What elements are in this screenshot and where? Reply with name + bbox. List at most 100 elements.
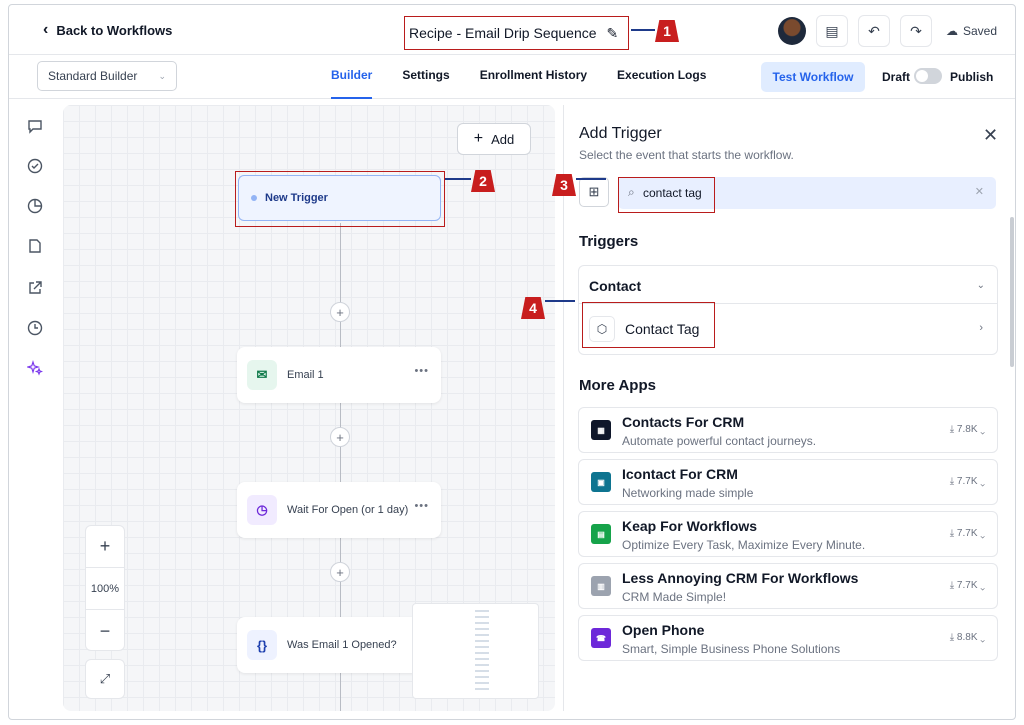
undo-button[interactable]: ↶ (857, 15, 890, 47)
add-step-button[interactable]: + (330, 427, 350, 447)
header-actions: ▤ ↶ ↷ ☁ Saved (777, 15, 997, 47)
add-step-button[interactable]: + (330, 302, 350, 322)
workflow-canvas[interactable]: + Add New Trigger + ✉ Email 1 ••• + ◷ Wa… (63, 105, 555, 711)
download-count: ⤓ 7.7K ⌄ (949, 580, 985, 591)
app-logo-icon: ▥ (591, 576, 611, 596)
highlight-box (235, 171, 445, 227)
publish-toggle[interactable] (914, 68, 942, 84)
tag-icon: ⬡ (589, 316, 615, 342)
fit-view-button[interactable]: ⤢ (85, 659, 125, 699)
wait-node[interactable]: ◷ Wait For Open (or 1 day) ••• (237, 482, 441, 538)
chevron-down-icon: ⌄ (158, 70, 166, 81)
download-count: ⤓ 7.8K ⌄ (949, 424, 985, 435)
download-count: ⤓ 7.7K ⌄ (949, 528, 985, 539)
envelope-icon: ✉ (247, 360, 277, 390)
zoom-in-button[interactable]: + (86, 526, 124, 568)
save-status: ☁ Saved (946, 24, 997, 38)
tab-settings[interactable]: Settings (402, 68, 450, 82)
workflow-title[interactable]: Recipe - Email Drip Sequence ✎ (404, 16, 629, 50)
clear-icon[interactable]: ✕ (974, 186, 984, 198)
avatar[interactable] (777, 17, 806, 45)
highlight-box (582, 302, 715, 348)
file-icon[interactable] (26, 237, 44, 255)
chevron-down-icon[interactable]: ⌄ (976, 280, 985, 291)
download-value: 7.8K (956, 424, 978, 435)
zoom-level: 100% (86, 568, 124, 610)
workflow-title-text: Recipe - Email Drip Sequence (409, 25, 597, 41)
notes-button[interactable]: ▤ (815, 15, 848, 47)
draft-label: Draft (882, 70, 911, 84)
trigger-item-label: Contact Tag (625, 321, 700, 337)
highlight-box (618, 177, 715, 213)
arrow-icon (445, 178, 471, 180)
app-item[interactable]: ▥ Less Annoying CRM For Workflows CRM Ma… (578, 563, 998, 609)
app-item[interactable]: ▣ Icontact For CRM Networking made simpl… (578, 459, 998, 505)
saved-label: Saved (962, 24, 997, 38)
app-item[interactable]: ☎ Open Phone Smart, Simple Business Phon… (578, 615, 998, 661)
expand-icon: ⤢ (99, 671, 111, 686)
app-name: Keap For Workflows (622, 518, 758, 534)
app-name: Open Phone (622, 622, 705, 638)
redo-button[interactable]: ↷ (899, 15, 932, 47)
new-trigger-node[interactable]: New Trigger (238, 175, 441, 221)
dot-icon (251, 195, 257, 201)
trigger-group-contact: Contact ⌄ ⬡ Contact Tag › (578, 265, 998, 355)
panel-subtitle: Select the event that starts the workflo… (579, 148, 794, 162)
add-label: Add (491, 131, 515, 147)
app-logo-icon: ▣ (591, 472, 611, 492)
sparkles-icon[interactable] (26, 359, 44, 377)
step-marker-1: 1 (655, 20, 679, 42)
panel-title: Add Trigger (579, 125, 662, 142)
sub-bar: Standard Builder ⌄ Builder Settings Enro… (9, 55, 1015, 99)
trigger-item-contact-tag[interactable]: ⬡ Contact Tag (589, 316, 699, 342)
node-label: Wait For Open (or 1 day) (287, 504, 409, 516)
search-input[interactable] (643, 183, 943, 203)
tab-builder[interactable]: Builder (331, 55, 387, 99)
app-item[interactable]: ▤ Keap For Workflows Optimize Every Task… (578, 511, 998, 557)
more-icon[interactable]: ••• (414, 500, 429, 512)
tab-enrollment-history[interactable]: Enrollment History (479, 68, 588, 82)
clock-icon[interactable] (26, 319, 44, 337)
download-value: 8.8K (956, 632, 978, 643)
chevron-right-icon: › (979, 322, 983, 334)
email-node[interactable]: ✉ Email 1 ••• (237, 347, 441, 403)
search-icon: ⌕ (628, 185, 635, 199)
pencil-icon[interactable]: ✎ (606, 24, 619, 41)
scrollbar[interactable] (1010, 217, 1014, 367)
publish-label: Publish (950, 70, 994, 84)
add-button[interactable]: + Add (457, 123, 531, 155)
check-circle-icon[interactable] (26, 157, 44, 175)
test-workflow-button[interactable]: Test Workflow (761, 62, 865, 92)
app-logo-icon: ▦ (591, 420, 611, 440)
plus-icon: + (473, 130, 484, 147)
condition-node[interactable]: {} Was Email 1 Opened? (237, 617, 441, 673)
clock-icon: ◷ (247, 495, 277, 525)
chevron-left-icon: ‹ (43, 21, 49, 38)
back-to-workflows-link[interactable]: ‹ Back to Workflows (43, 21, 172, 39)
chat-icon[interactable] (26, 117, 44, 135)
divider (579, 303, 997, 304)
more-icon[interactable]: ••• (414, 365, 429, 377)
group-header[interactable]: Contact (589, 278, 642, 294)
back-label: Back to Workflows (56, 22, 173, 38)
add-step-button[interactable]: + (330, 562, 350, 582)
triggers-heading: Triggers (579, 233, 639, 250)
external-link-icon[interactable] (26, 279, 44, 297)
minimap[interactable] (412, 603, 539, 699)
app-item[interactable]: ▦ Contacts For CRM Automate powerful con… (578, 407, 998, 453)
add-trigger-panel: Add Trigger Select the event that starts… (563, 105, 1014, 711)
grid-icon: ⊞ (588, 184, 600, 199)
builder-mode-select[interactable]: Standard Builder ⌄ (37, 61, 177, 91)
download-count: ⤓ 8.8K ⌄ (949, 632, 985, 643)
tab-execution-logs[interactable]: Execution Logs (617, 68, 707, 82)
app-logo-icon: ☎ (591, 628, 611, 648)
zoom-out-button[interactable]: − (99, 620, 111, 641)
node-label: Email 1 (287, 369, 324, 381)
pie-chart-icon[interactable] (26, 197, 44, 215)
app-name: Contacts For CRM (622, 414, 745, 430)
grid-view-button[interactable]: ⊞ (579, 177, 609, 207)
search-field[interactable]: ⌕ ✕ (618, 177, 996, 209)
download-value: 7.7K (956, 528, 978, 539)
close-icon[interactable]: ✕ (983, 125, 999, 145)
app-logo-icon: ▤ (591, 524, 611, 544)
